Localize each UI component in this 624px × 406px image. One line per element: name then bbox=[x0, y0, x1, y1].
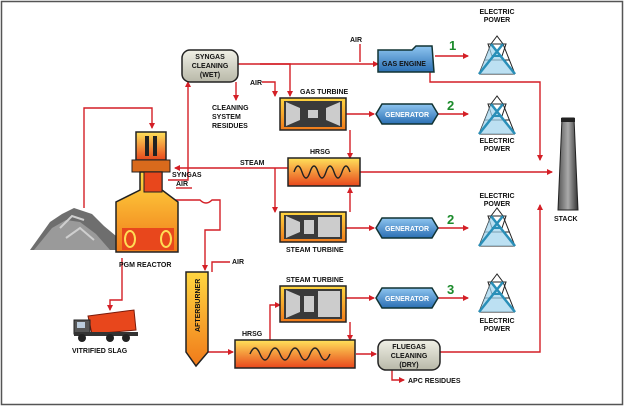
hrsg-top-label: HRSG bbox=[310, 149, 331, 156]
svg-text:GENERATOR: GENERATOR bbox=[385, 112, 429, 119]
transmission-tower-icon: ELECTRIC POWER bbox=[477, 9, 517, 76]
svg-text:POWER: POWER bbox=[484, 201, 510, 208]
generator-1: GENERATOR bbox=[375, 103, 439, 125]
syngas-cleaning-unit: SYNGAS CLEANING (WET) bbox=[181, 49, 239, 83]
stack-label: STACK bbox=[554, 216, 578, 223]
pgm-reactor: PGM REACTOR bbox=[115, 131, 179, 269]
gas-turbine bbox=[279, 97, 347, 131]
path-number-2a: 2 bbox=[447, 98, 454, 113]
svg-text:ELECTRIC: ELECTRIC bbox=[480, 318, 515, 325]
svg-text:ELECTRIC: ELECTRIC bbox=[480, 193, 515, 200]
apc-residues-label: APC RESIDUES bbox=[408, 378, 461, 385]
svg-text:SYNGAS: SYNGAS bbox=[195, 54, 225, 61]
transmission-tower-icon: ELECTRIC POWER bbox=[477, 193, 517, 248]
steam-turbine-2-label: STEAM TURBINE bbox=[286, 277, 344, 284]
svg-text:CLEANING: CLEANING bbox=[192, 63, 229, 70]
stack-icon bbox=[557, 117, 579, 211]
fluegas-cleaning-unit: FLUEGAS CLEANING (DRY) bbox=[377, 339, 441, 371]
svg-text:ELECTRIC: ELECTRIC bbox=[480, 9, 515, 16]
svg-text:ELECTRIC: ELECTRIC bbox=[480, 138, 515, 145]
syngas-label: SYNGAS bbox=[172, 172, 202, 179]
path-number-1: 1 bbox=[449, 38, 456, 53]
hrsg-top bbox=[287, 157, 361, 187]
cleaning-residues-line-1: CLEANING bbox=[212, 105, 249, 112]
dump-truck-icon bbox=[73, 309, 138, 342]
cleaning-residues-line-3: RESIDUES bbox=[212, 123, 248, 130]
cleaning-residues-line-2: SYSTEM bbox=[212, 114, 241, 121]
generator-2: GENERATOR bbox=[375, 217, 439, 239]
svg-text:GENERATOR: GENERATOR bbox=[385, 226, 429, 233]
svg-text:(DRY): (DRY) bbox=[399, 362, 418, 369]
hrsg-bottom-label: HRSG bbox=[242, 331, 263, 338]
hrsg-bottom bbox=[234, 339, 356, 369]
svg-text:GENERATOR: GENERATOR bbox=[385, 296, 429, 303]
gas-engine: GAS ENGINE bbox=[377, 45, 435, 73]
steam-turbine-1 bbox=[279, 211, 347, 243]
pgm-reactor-label: PGM REACTOR bbox=[119, 262, 171, 269]
svg-text:CLEANING: CLEANING bbox=[391, 353, 428, 360]
air-label-gas-turbine: AIR bbox=[250, 80, 262, 87]
air-label-reactor: AIR bbox=[176, 181, 188, 188]
gas-turbine-label: GAS TURBINE bbox=[300, 89, 349, 96]
svg-text:(WET): (WET) bbox=[200, 72, 220, 79]
afterburner: AFTERBURNER bbox=[185, 271, 209, 368]
transmission-tower-icon: ELECTRIC POWER bbox=[477, 94, 517, 153]
steam-turbine-1-label: STEAM TURBINE bbox=[286, 247, 344, 254]
svg-text:AFTERBURNER: AFTERBURNER bbox=[195, 279, 202, 332]
air-label-top: AIR bbox=[350, 37, 362, 44]
steam-turbine-2 bbox=[279, 285, 347, 323]
svg-text:POWER: POWER bbox=[484, 326, 510, 333]
air-label-afterburner: AIR bbox=[232, 259, 244, 266]
transmission-tower-icon: ELECTRIC POWER bbox=[477, 272, 517, 333]
svg-text:FLUEGAS: FLUEGAS bbox=[392, 344, 426, 351]
gas-engine-label: GAS ENGINE bbox=[382, 61, 426, 68]
flow-lines bbox=[83, 44, 553, 383]
svg-text:POWER: POWER bbox=[484, 17, 510, 24]
vitrified-slag-label: VITRIFIED SLAG bbox=[72, 348, 128, 355]
generator-3: GENERATOR bbox=[375, 287, 439, 309]
waste-pile-icon bbox=[30, 208, 118, 250]
path-number-2b: 2 bbox=[447, 212, 454, 227]
steam-label: STEAM bbox=[240, 160, 265, 167]
path-number-3: 3 bbox=[447, 282, 454, 297]
svg-text:POWER: POWER bbox=[484, 146, 510, 153]
